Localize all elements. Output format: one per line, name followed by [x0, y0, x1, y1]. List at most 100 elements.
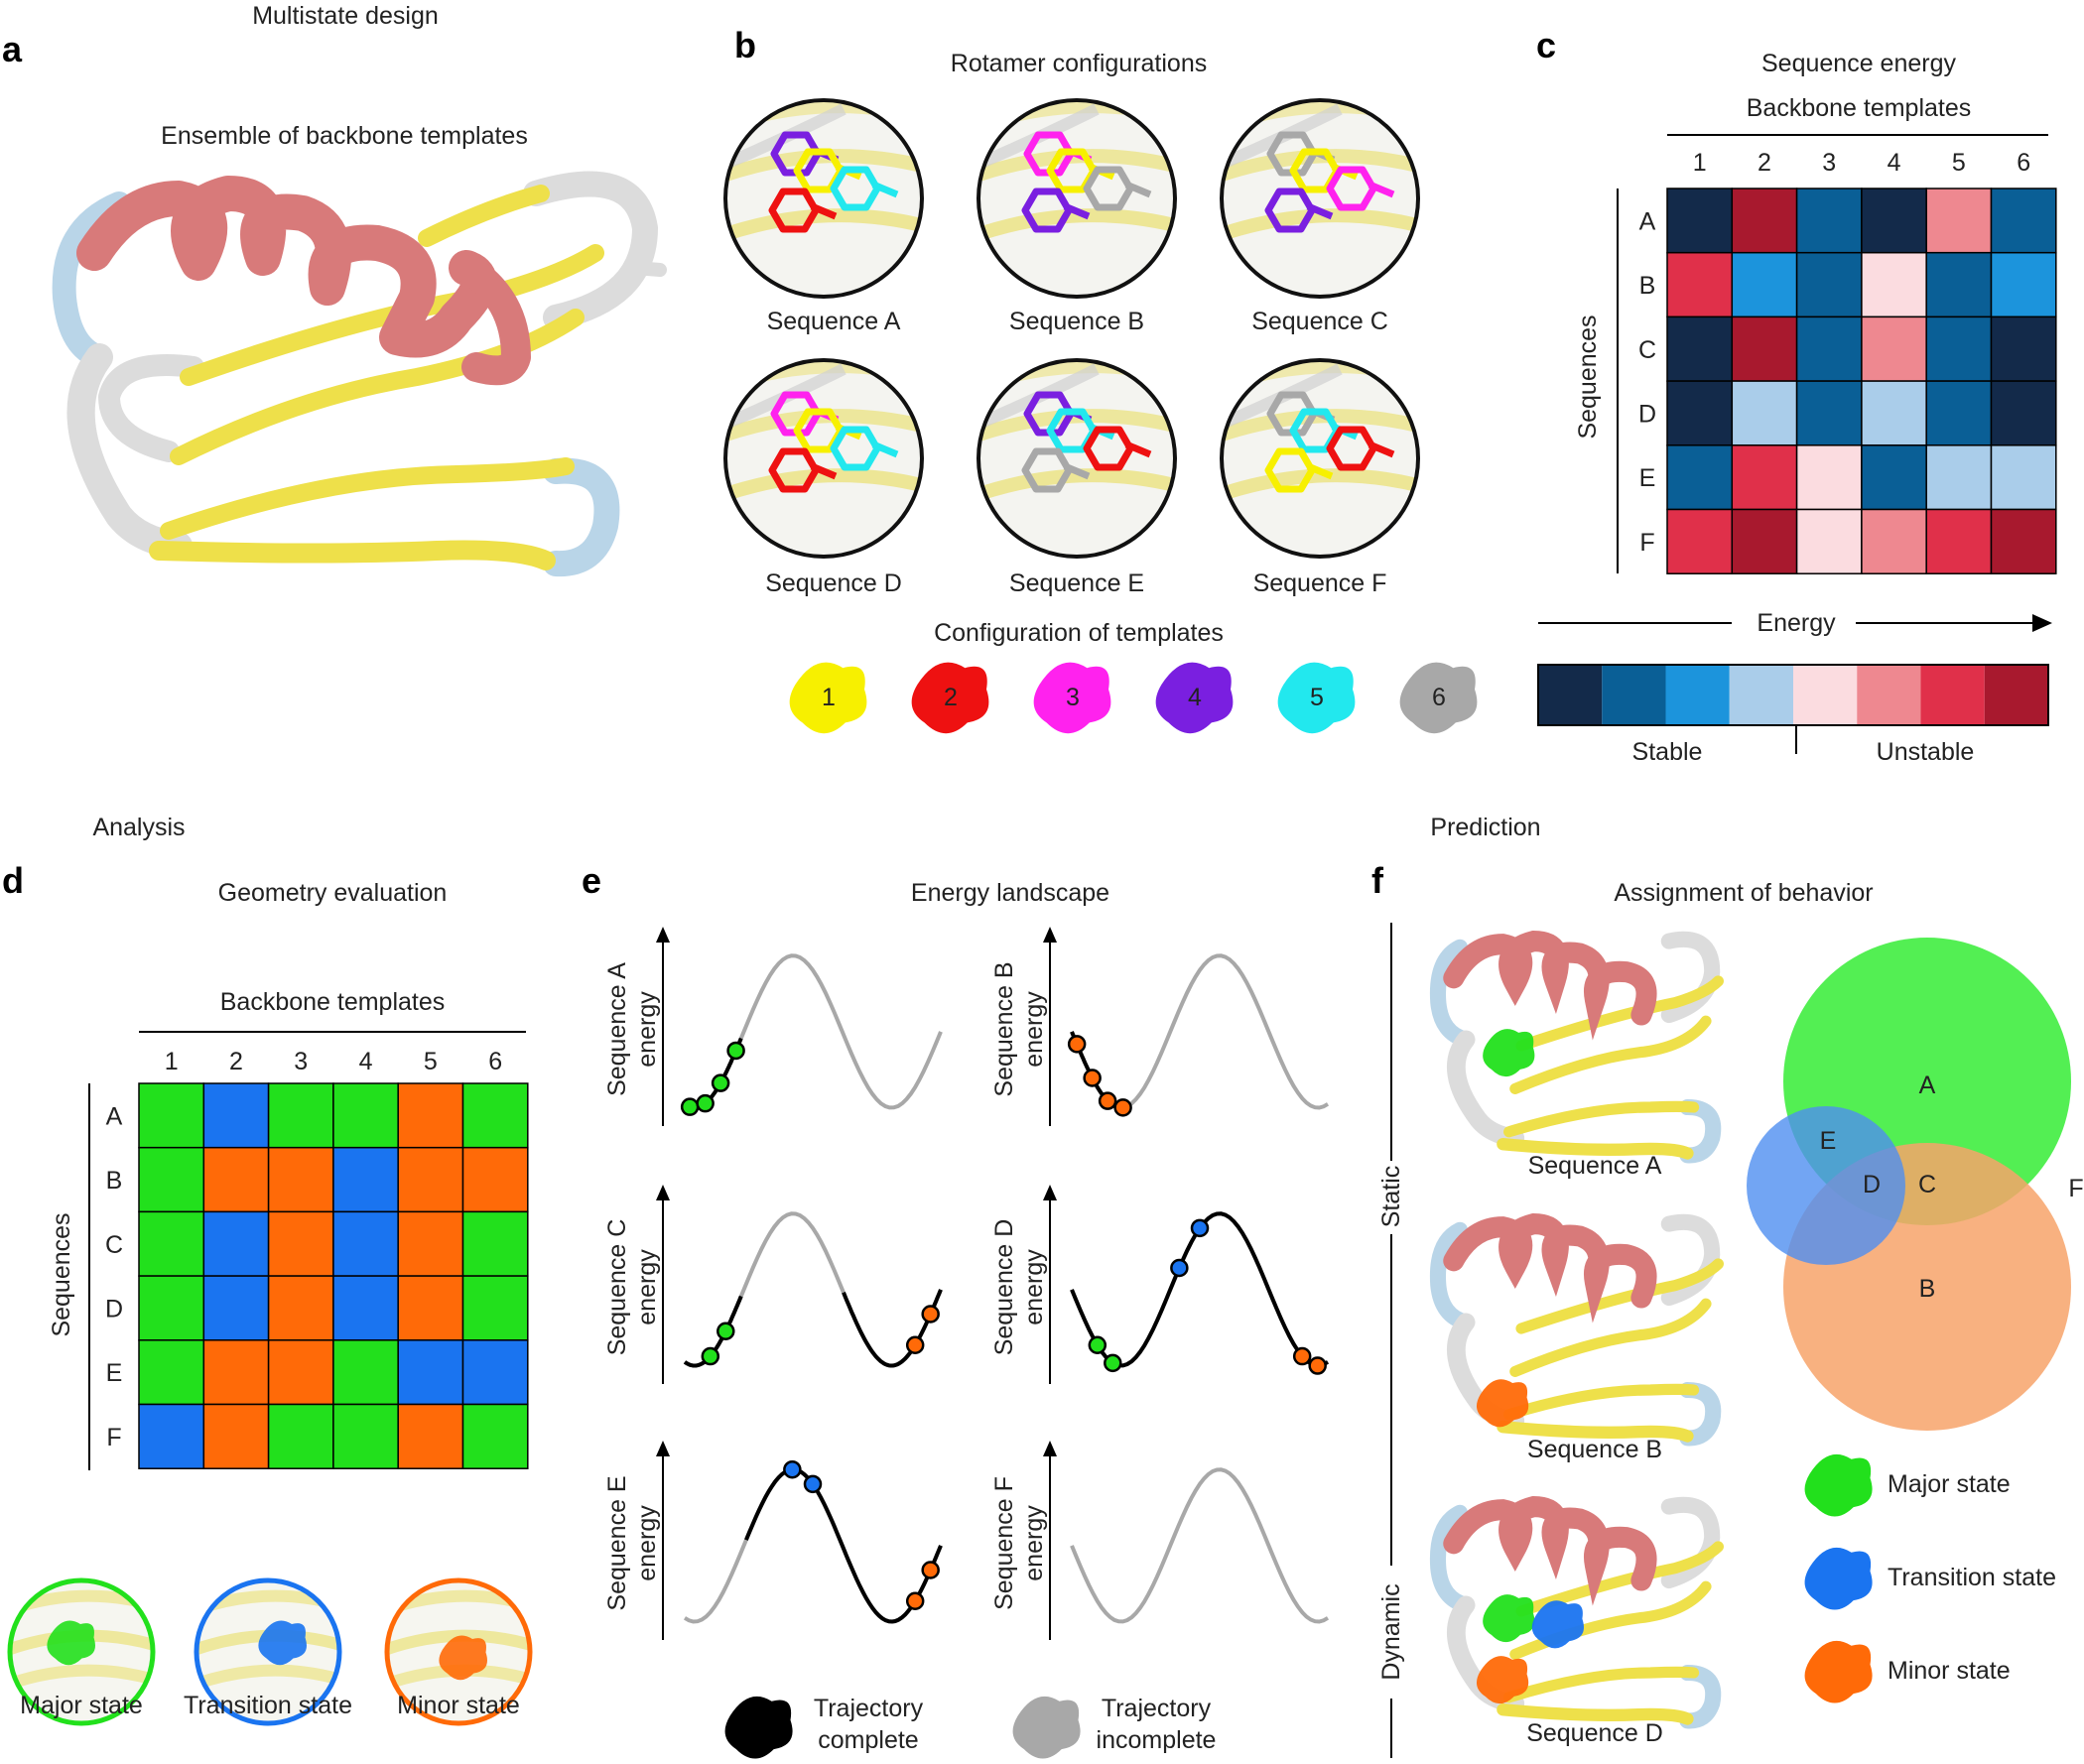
energy-landscape: Sequence Cenergy: [603, 1185, 943, 1384]
heatmap-cell: [1990, 315, 2057, 382]
panel-d: Geometry evaluation Backbone templates S…: [7, 879, 533, 1726]
rotamer-circle: [1220, 98, 1420, 299]
energy-landscape: Sequence Denergy: [990, 1185, 1330, 1384]
geometry-cell: [397, 1339, 464, 1406]
geometry-cell: [461, 1275, 529, 1341]
heatmap-cell: [1666, 251, 1734, 318]
state-dot: [1098, 1091, 1117, 1110]
row-label: D: [1638, 400, 1656, 428]
geometry-cell: [397, 1403, 464, 1469]
column-label: 2: [229, 1048, 243, 1075]
geometry-cell: [332, 1146, 399, 1213]
section-title-prediction: Prediction: [1430, 814, 1540, 841]
geometry-cell: [202, 1210, 270, 1277]
landscape-y-label: Sequence Aenergy: [603, 962, 661, 1096]
state-label: Transition state: [184, 1692, 352, 1719]
panel-d-row-header: Sequences: [48, 1212, 75, 1336]
panel-letter-a: a: [2, 29, 23, 69]
geometry-cell: [202, 1082, 270, 1149]
venn-label: C: [1918, 1171, 1936, 1198]
sequence-structures: [1429, 931, 1724, 1729]
column-label: 2: [1758, 149, 1771, 177]
rotamer-sequence-label: Sequence B: [1009, 308, 1144, 335]
state-dot: [1088, 1335, 1107, 1355]
column-label: 4: [1888, 149, 1901, 177]
column-label: 1: [1693, 149, 1707, 177]
heatmap-cell: [1925, 315, 1993, 382]
colorbar-swatch: [1984, 665, 2048, 725]
column-label: 5: [1952, 149, 1966, 177]
panel-letter-e: e: [582, 860, 601, 901]
row-label: B: [106, 1167, 123, 1195]
heatmap-cell: [1731, 251, 1798, 318]
venn-transition-circle: [1747, 1106, 1905, 1265]
panel-c-column-header: Backbone templates: [1747, 94, 1972, 122]
heatmap-cell: [1861, 315, 1927, 382]
landscape-curve: [683, 1211, 943, 1368]
landscape-curve: [1070, 953, 1330, 1110]
landscape-y-label: Sequence Denergy: [990, 1219, 1048, 1356]
template-swatch: 5: [1277, 662, 1356, 734]
geometry-cell: [397, 1146, 464, 1213]
geometry-cell: [138, 1403, 205, 1469]
state-label: Minor state: [397, 1692, 520, 1719]
energy-landscape: Sequence Aenergy: [603, 927, 943, 1126]
row-label: E: [106, 1359, 123, 1387]
column-label: 3: [294, 1048, 308, 1075]
heatmap-cell: [1666, 188, 1734, 254]
geometry-cell: [461, 1210, 529, 1277]
geometry-cell: [202, 1275, 270, 1341]
state-legend-label: Minor state: [1888, 1657, 2011, 1685]
colorbar-swatch: [1857, 665, 1921, 725]
venn-label: D: [1863, 1171, 1881, 1198]
template-swatch: 3: [1033, 662, 1111, 734]
heatmap-cell: [1990, 188, 2057, 254]
geometry-cell: [138, 1210, 205, 1277]
row-label: C: [105, 1231, 123, 1259]
state-dot: [1170, 1258, 1189, 1278]
row-label: D: [105, 1295, 123, 1323]
heatmap-cell: [1795, 508, 1863, 574]
heatmap-cell: [1666, 508, 1734, 574]
heatmap-cell: [1666, 315, 1734, 382]
column-label: 4: [359, 1048, 373, 1075]
panel-f-title: Assignment of behavior: [1614, 879, 1873, 907]
state-dot: [921, 1561, 940, 1579]
rotamer-circle: [977, 358, 1177, 559]
landscape-y-label: Sequence Fenergy: [990, 1476, 1048, 1610]
heatmap-cell: [1795, 188, 1863, 254]
panel-c-title: Sequence energy: [1761, 50, 1956, 77]
state-dot: [921, 1305, 940, 1323]
unstable-label: Unstable: [1877, 738, 1975, 766]
dynamic-label: Dynamic: [1377, 1583, 1405, 1680]
geometry-cell: [202, 1146, 270, 1213]
geometry-cell: [332, 1403, 399, 1469]
energy-label: Energy: [1757, 609, 1836, 637]
row-label: F: [1639, 529, 1654, 557]
state-example-circle: [384, 1577, 533, 1726]
rotamer-circle: [1220, 358, 1420, 559]
trajectory-segment: [744, 1467, 943, 1624]
venn-label: B: [1919, 1275, 1936, 1303]
energy-colorbar: [1537, 664, 2049, 726]
panel-b: Rotamer configurations Sequence A Sequen…: [723, 50, 1478, 734]
colorbar-swatch: [1920, 665, 1985, 725]
state-dot: [905, 1591, 925, 1611]
energy-landscape: Sequence Fenergy: [990, 1441, 1330, 1640]
state-dot: [1308, 1356, 1327, 1375]
heatmap-cell: [1861, 188, 1927, 254]
rotamer-circle: [977, 98, 1177, 299]
row-label: C: [1638, 336, 1656, 364]
sequence-structure: [1429, 1496, 1724, 1729]
sequence-structure: [1429, 1213, 1724, 1447]
panel-c: Sequence energy Backbone templates Seque…: [1537, 50, 2057, 766]
row-label: B: [1639, 272, 1656, 300]
heatmap-cell: [1795, 380, 1863, 446]
section-title-analysis: Analysis: [92, 814, 185, 841]
row-label: A: [106, 1102, 123, 1130]
heatmap-cell: [1731, 444, 1798, 511]
